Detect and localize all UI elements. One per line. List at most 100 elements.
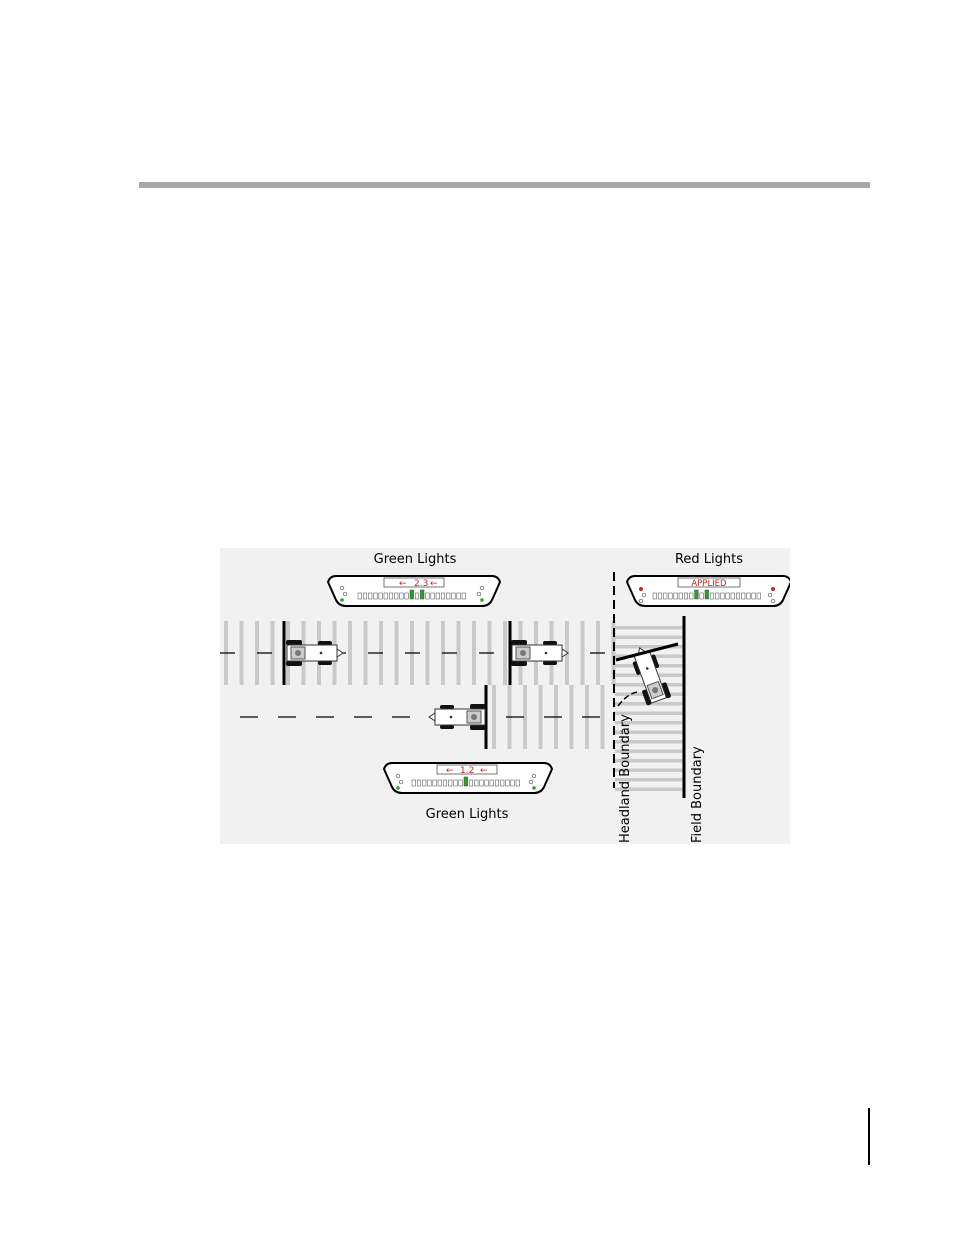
lightbar-led: [425, 592, 430, 600]
lightbar-led: [751, 592, 756, 600]
applied-stripe: [615, 645, 683, 649]
lightbar-led: [383, 592, 388, 600]
lightbar-led: [446, 592, 451, 600]
lightbar-led: [427, 779, 432, 787]
lightbar-led: [422, 779, 427, 787]
lightbar-readout: 2.3: [414, 579, 428, 589]
lightbar-led: [730, 592, 735, 600]
lightbar-led: [409, 589, 414, 600]
label-red-lights: Red Lights: [675, 552, 743, 567]
applied-stripe: [615, 635, 683, 639]
lightbar-led: [440, 592, 446, 600]
lightbar-led: [414, 592, 420, 600]
applied-stripe: [615, 787, 683, 791]
lightbar-led: [735, 592, 741, 600]
label-green-lights-bottom: Green Lights: [426, 807, 509, 822]
lightbar-led: [437, 779, 442, 787]
lightbar-led: [720, 592, 725, 600]
lightbar-led: [479, 779, 484, 787]
tractor-icon: [632, 646, 671, 706]
lightbar-led: [362, 592, 368, 600]
applied-stripe: [503, 621, 507, 685]
lightbar-top-left: ← 2.3 ←: [326, 575, 502, 607]
left-arrow-icon: ←: [480, 766, 488, 776]
lightbar-led: [694, 589, 699, 600]
lightbar-led: [652, 592, 657, 600]
lightbar-led: [756, 592, 761, 600]
lightbar-led: [515, 779, 520, 787]
lightbar-led: [411, 779, 416, 787]
label-green-lights-top: Green Lights: [374, 552, 457, 567]
applied-stripe: [456, 621, 461, 685]
lightbar-led: [699, 592, 704, 600]
lightbar-led: [399, 592, 404, 600]
lightbar-led: [715, 592, 720, 600]
lightbar-led: [741, 592, 746, 600]
applied-stripe: [492, 685, 496, 749]
headland-guidance-diagram: ← 2.3 ← APPLIED ← 1.2 ←: [220, 548, 790, 844]
applied-stripe: [615, 759, 683, 763]
applied-stripe: [611, 621, 616, 685]
left-arrow-icon: ←: [430, 579, 438, 589]
lightbar-led: [420, 589, 425, 600]
lightbar-led: [394, 592, 399, 600]
lightbar-readout: 1.2: [460, 766, 474, 776]
applied-stripe: [523, 685, 527, 749]
lightbar-led: [432, 779, 437, 787]
applied-stripe: [348, 621, 352, 685]
lightbar-led: [388, 592, 394, 600]
applied-stripe: [615, 730, 683, 734]
tractor-icon: [428, 704, 486, 730]
lightbar-led: [500, 779, 505, 787]
lightbar-led: [657, 592, 663, 600]
lightbar-led: [704, 589, 709, 600]
label-headland-boundary: Headland Boundary: [618, 714, 633, 843]
applied-stripe: [472, 621, 476, 685]
applied-stripe: [615, 721, 683, 725]
lightbar-led: [494, 779, 500, 787]
lightbar-led: [368, 592, 373, 600]
applied-stripe: [538, 685, 543, 749]
lightbar-led: [746, 592, 751, 600]
lightbar-led: [453, 779, 458, 787]
left-arrow-icon: ←: [446, 766, 454, 776]
lightbar-led: [378, 592, 383, 600]
lightbar-led: [430, 592, 435, 600]
applied-stripe: [615, 778, 683, 782]
header-rule: [139, 182, 870, 188]
lightbar-bottom: ← 1.2 ←: [382, 762, 554, 794]
applied-stripe: [239, 621, 244, 685]
applied-stripe: [425, 621, 430, 685]
lightbar-led: [668, 592, 673, 600]
lightbar-led: [484, 779, 489, 787]
applied-stripe: [615, 740, 683, 744]
page-margin-rule: [868, 1108, 870, 1165]
lightbar-led: [489, 779, 494, 787]
lightbar-led: [435, 592, 440, 600]
lightbar-led: [709, 592, 715, 600]
lightbar-led: [689, 592, 694, 600]
lightbar-led: [461, 592, 466, 600]
lightbar-led: [373, 592, 378, 600]
lightbar-led: [458, 779, 463, 787]
lightbar-led: [468, 779, 474, 787]
lightbar-led: [673, 592, 678, 600]
applied-stripe: [394, 621, 399, 685]
lightbar-led: [510, 779, 515, 787]
lightbar-led: [442, 779, 448, 787]
lightbar-led: [404, 592, 409, 600]
applied-stripe: [615, 768, 683, 772]
lightbar-led: [663, 592, 668, 600]
label-field-boundary: Field Boundary: [690, 746, 705, 843]
lightbar-led: [448, 779, 453, 787]
lightbar-led: [416, 779, 422, 787]
lightbar-top-right: APPLIED: [625, 575, 790, 607]
applied-stripe: [270, 621, 275, 685]
applied-stripe: [615, 626, 683, 630]
applied-stripe: [600, 685, 605, 749]
lightbar-led: [678, 592, 683, 600]
lightbar-led: [357, 592, 362, 600]
lightbar-led: [463, 776, 468, 787]
turn-path: [617, 691, 639, 707]
applied-stripe: [580, 621, 585, 685]
